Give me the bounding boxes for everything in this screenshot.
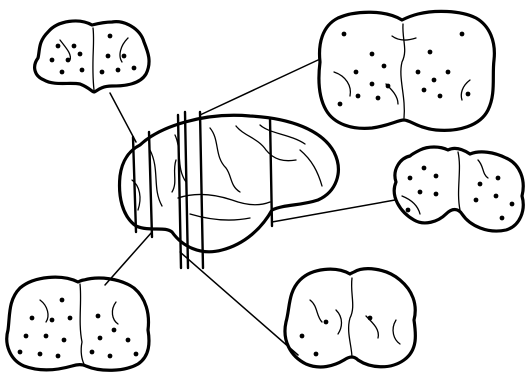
marker-dot <box>422 88 427 93</box>
section-midline <box>80 284 84 364</box>
coronal-section-middle-right <box>394 147 523 231</box>
marker-dot <box>370 82 375 87</box>
marker-dot <box>24 334 29 339</box>
marker-dot <box>100 70 105 75</box>
marker-dot <box>98 336 103 341</box>
marker-dot <box>354 70 359 75</box>
marker-dot <box>438 94 443 99</box>
marker-dot <box>108 354 113 359</box>
marker-dot <box>342 32 347 37</box>
marker-dot <box>434 192 439 197</box>
marker-dot <box>422 166 427 171</box>
marker-dot <box>126 338 131 343</box>
section-sulcus <box>60 40 70 60</box>
marker-dot <box>108 34 113 39</box>
marker-dot <box>324 320 329 325</box>
section-sulcus <box>393 320 400 344</box>
marker-dot <box>30 316 35 321</box>
marker-dot <box>80 68 85 73</box>
marker-dot <box>432 78 437 83</box>
marker-dot <box>434 174 439 179</box>
coronal-section-top-right <box>319 11 494 130</box>
coronal-section-top-left <box>35 21 149 92</box>
marker-dot <box>406 208 411 213</box>
section-outline <box>319 11 494 130</box>
section-sulcus <box>366 316 378 338</box>
section-midline <box>349 278 353 358</box>
marker-dot <box>62 338 67 343</box>
marker-dot <box>376 96 381 101</box>
marker-dot <box>132 66 137 71</box>
marker-dot <box>408 176 413 181</box>
marker-dot <box>66 58 71 63</box>
marker-dot <box>116 68 121 73</box>
section-midline <box>401 24 405 118</box>
marker-dot <box>112 328 117 333</box>
marker-dot <box>496 176 501 181</box>
section-outline <box>7 277 149 370</box>
marker-dot <box>78 52 83 57</box>
connector-top-left <box>110 93 136 142</box>
marker-dot <box>90 350 95 355</box>
marker-dot <box>478 182 483 187</box>
marker-dot <box>494 194 499 199</box>
connector-bottom-right <box>180 252 298 355</box>
marker-dot <box>300 334 305 339</box>
marker-dot <box>466 92 471 97</box>
coronal-section-bottom-left <box>7 277 149 370</box>
marker-dot <box>18 350 23 355</box>
marker-dot <box>368 316 373 321</box>
marker-dot <box>106 54 111 59</box>
marker-dot <box>72 44 77 49</box>
marker-dot <box>122 54 127 59</box>
marker-dot <box>474 198 479 203</box>
marker-dot <box>56 354 61 359</box>
section-midline <box>93 28 94 90</box>
marker-dot <box>38 352 43 357</box>
marker-dots <box>18 298 139 359</box>
marker-dot <box>460 32 465 37</box>
marker-dot <box>382 64 387 69</box>
marker-dot <box>418 190 423 195</box>
section-sulcus <box>461 80 470 100</box>
marker-dot <box>50 58 55 63</box>
marker-dot <box>500 216 505 221</box>
section-sulcus <box>310 300 322 322</box>
section-sulcus <box>112 302 118 324</box>
marker-dot <box>44 334 49 339</box>
section-sulcus <box>336 310 342 334</box>
marker-dot <box>370 52 375 57</box>
marker-dot <box>60 298 65 303</box>
marker-dot <box>386 84 391 89</box>
marker-dot <box>314 352 319 357</box>
marker-dot <box>50 318 55 323</box>
marker-dot <box>56 44 61 49</box>
marker-dot <box>68 316 73 321</box>
section-midline <box>458 152 460 210</box>
marker-dot <box>96 314 101 319</box>
marker-dot <box>134 352 139 357</box>
marker-dot <box>60 70 65 75</box>
connector-bottom-left <box>105 232 152 285</box>
marker-dot <box>416 70 421 75</box>
section-outline <box>35 21 149 92</box>
section-sulcus <box>120 38 128 62</box>
marker-dot <box>338 102 343 107</box>
marker-dot <box>428 50 433 55</box>
marker-dot <box>446 70 451 75</box>
coronal-section-bottom-right <box>285 269 415 367</box>
section-sulcus <box>40 300 48 322</box>
section-sulcus <box>334 72 350 96</box>
connector-top-right-upper <box>200 60 318 115</box>
marker-dots <box>300 316 373 357</box>
marker-dot <box>356 94 361 99</box>
section-sulcus <box>478 160 488 178</box>
marker-dot <box>510 202 515 207</box>
